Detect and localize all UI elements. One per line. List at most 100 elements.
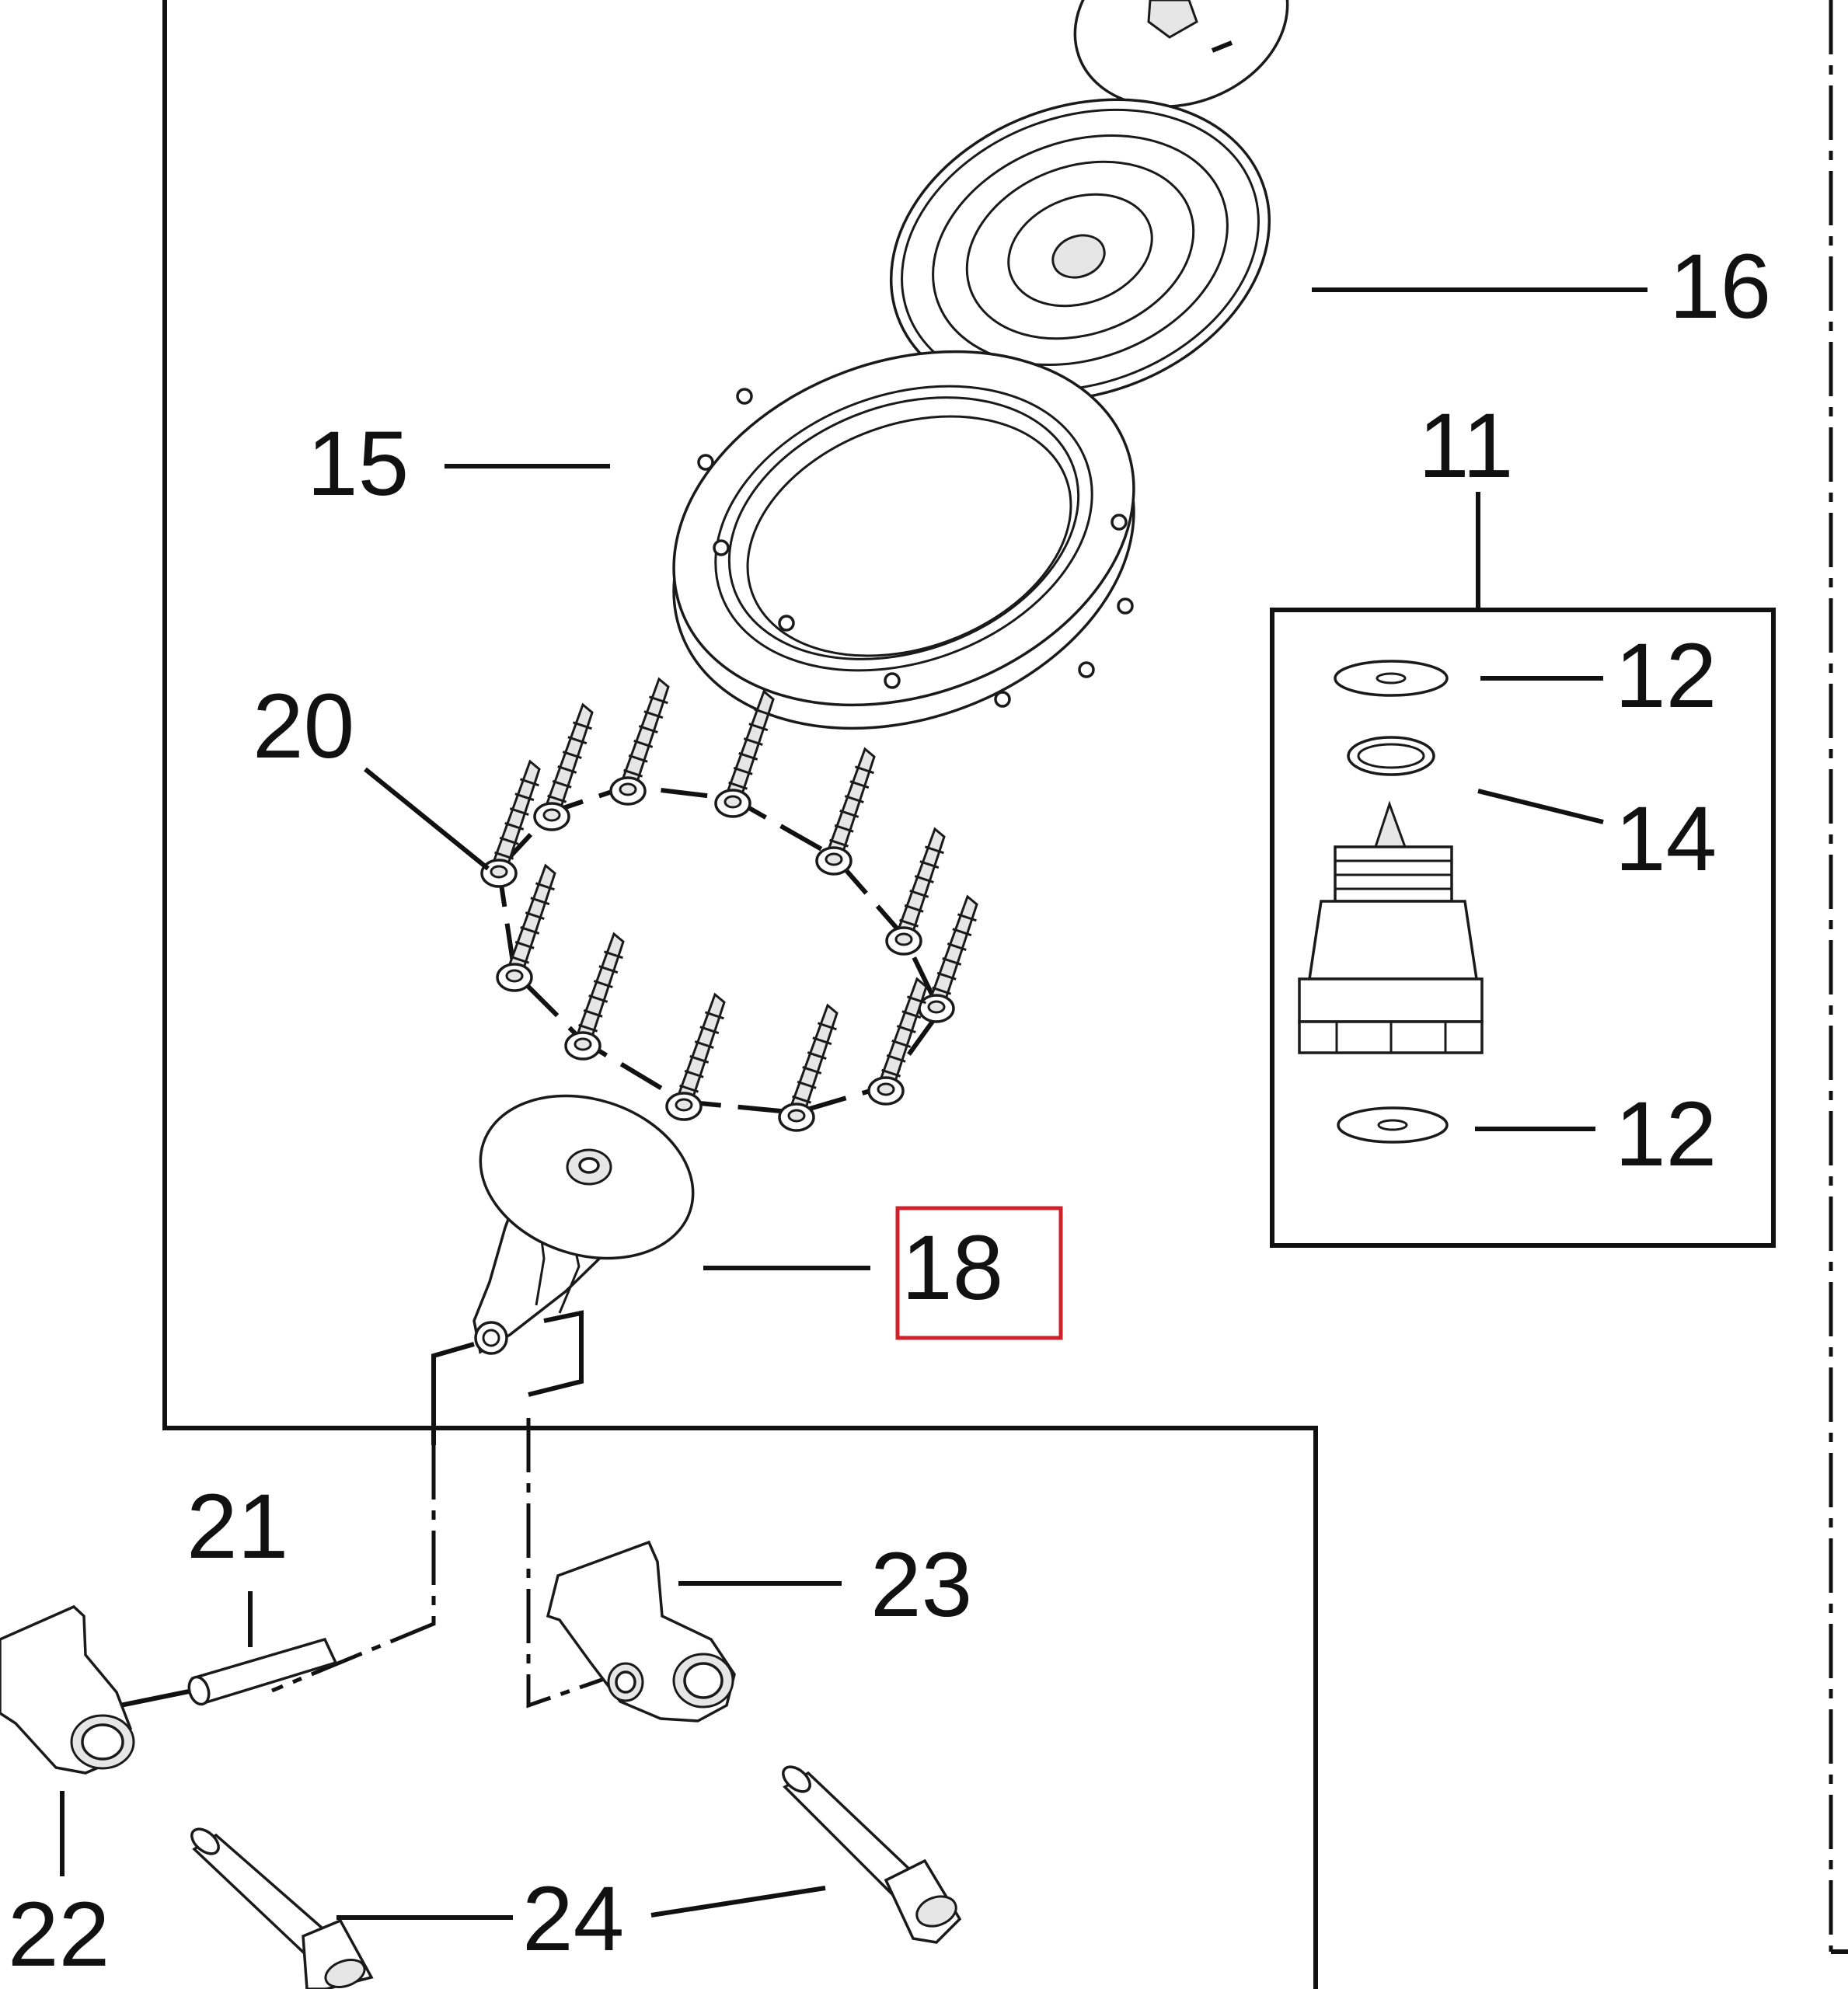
screw-thread	[952, 928, 972, 937]
screw	[480, 759, 541, 888]
screw-thread	[567, 736, 588, 745]
screw-thread	[504, 822, 525, 831]
screw-thread	[904, 904, 924, 913]
ring-bolt-hole	[697, 454, 714, 471]
part-screws	[480, 677, 978, 1132]
left-clevis-bore-inner	[81, 1723, 124, 1761]
screw-head-recess	[619, 782, 637, 796]
screw-thread	[924, 845, 944, 855]
screw-thread	[499, 836, 519, 845]
screw-thread	[603, 950, 623, 960]
main-frame-line	[162, 0, 1318, 1989]
hex-nut	[1147, 0, 1198, 39]
screw-head-recess	[894, 932, 913, 946]
screw-thread	[557, 765, 577, 774]
callout-11: 11	[1418, 395, 1514, 497]
diaphragm-ring-2	[932, 134, 1229, 366]
screw-shank	[574, 932, 625, 1047]
screw-head-recess	[542, 808, 561, 822]
screw-thread	[947, 942, 967, 951]
part-linkage	[0, 1418, 962, 1989]
callout-15: 15	[307, 413, 409, 515]
screw	[778, 1003, 839, 1132]
screw-thread	[525, 911, 545, 920]
screw-thread	[643, 710, 664, 719]
screw-head-recess	[675, 1098, 693, 1112]
screw-shank	[825, 747, 876, 862]
part-diaphragm	[889, 98, 1271, 402]
screw	[867, 977, 928, 1106]
screw-thread	[909, 890, 929, 898]
screw-thread	[914, 875, 934, 883]
right-clevis-bore-inner	[683, 1662, 724, 1699]
part-piston	[431, 1094, 695, 1445]
screw-thread	[844, 795, 864, 803]
leader-20	[364, 767, 490, 871]
screw-thread	[699, 1026, 720, 1035]
screw-thread	[817, 1022, 837, 1031]
valve-base	[1298, 977, 1484, 1023]
ring-bolt-hole	[713, 539, 730, 556]
screw-thread	[881, 1068, 901, 1078]
callout-21: 21	[187, 1475, 288, 1578]
linkage-dashdot-line	[526, 1418, 607, 1709]
screw-thread	[753, 708, 773, 717]
screw-thread	[834, 824, 854, 833]
screw-thread	[578, 1023, 598, 1033]
cap-screw-left-socket	[324, 1959, 366, 1988]
washer-top-hole	[1376, 672, 1407, 684]
screw-thread	[812, 1036, 832, 1046]
screw-thread	[694, 1040, 714, 1049]
screw-thread	[942, 957, 962, 966]
screw-thread	[514, 792, 535, 802]
screw-thread	[849, 780, 870, 789]
screw-thread	[593, 980, 613, 988]
part-valve-kit	[1270, 492, 1776, 1248]
ring-bolt-hole	[1117, 597, 1134, 615]
screw-shank	[675, 992, 726, 1108]
o-ring	[1347, 736, 1435, 776]
screw-thread	[854, 765, 874, 775]
screw-head-recess	[505, 969, 524, 983]
callout-18: 18	[901, 1217, 1003, 1319]
screw-shank	[542, 702, 594, 818]
screw-thread	[906, 995, 926, 1005]
screw-head-recess	[927, 1000, 946, 1014]
screw-thread	[797, 1080, 817, 1089]
leader-24-right	[650, 1886, 826, 1918]
screw	[714, 689, 775, 818]
screw	[496, 863, 556, 992]
screw-thread	[588, 994, 608, 1003]
callout-12-top: 12	[1615, 625, 1717, 727]
screw-thread	[704, 1011, 724, 1020]
screw-thread	[494, 851, 514, 860]
screw-thread	[535, 882, 555, 891]
part-cover-ring	[672, 350, 1135, 730]
screw-thread	[519, 778, 539, 787]
callout-22: 22	[8, 1883, 110, 1986]
screw-thread	[583, 1008, 603, 1018]
washer-top	[1334, 660, 1449, 697]
ring-bolt-hole	[884, 672, 901, 689]
screw-thread	[891, 1040, 912, 1048]
ring-inner-1	[714, 385, 1093, 672]
screw-shank	[490, 759, 541, 875]
diaphragm-center-hole	[1051, 234, 1106, 279]
screw-thread	[919, 860, 940, 869]
screw-thread	[936, 971, 957, 981]
ring-bolt-hole	[736, 388, 753, 405]
screw-thread	[738, 752, 758, 761]
screw-thread	[598, 965, 619, 974]
screw-thread	[684, 1069, 704, 1078]
cap-screw-right-socket	[915, 1895, 957, 1928]
callout-20: 20	[253, 675, 354, 778]
ring-inner-2	[727, 396, 1080, 660]
screw-thread	[530, 897, 550, 906]
screw	[885, 827, 946, 956]
screw-thread	[932, 986, 952, 995]
ring-bolt-hole	[1078, 661, 1095, 678]
screw-thread	[886, 1054, 906, 1063]
screw-shank	[894, 827, 946, 942]
screw-thread	[839, 810, 859, 818]
